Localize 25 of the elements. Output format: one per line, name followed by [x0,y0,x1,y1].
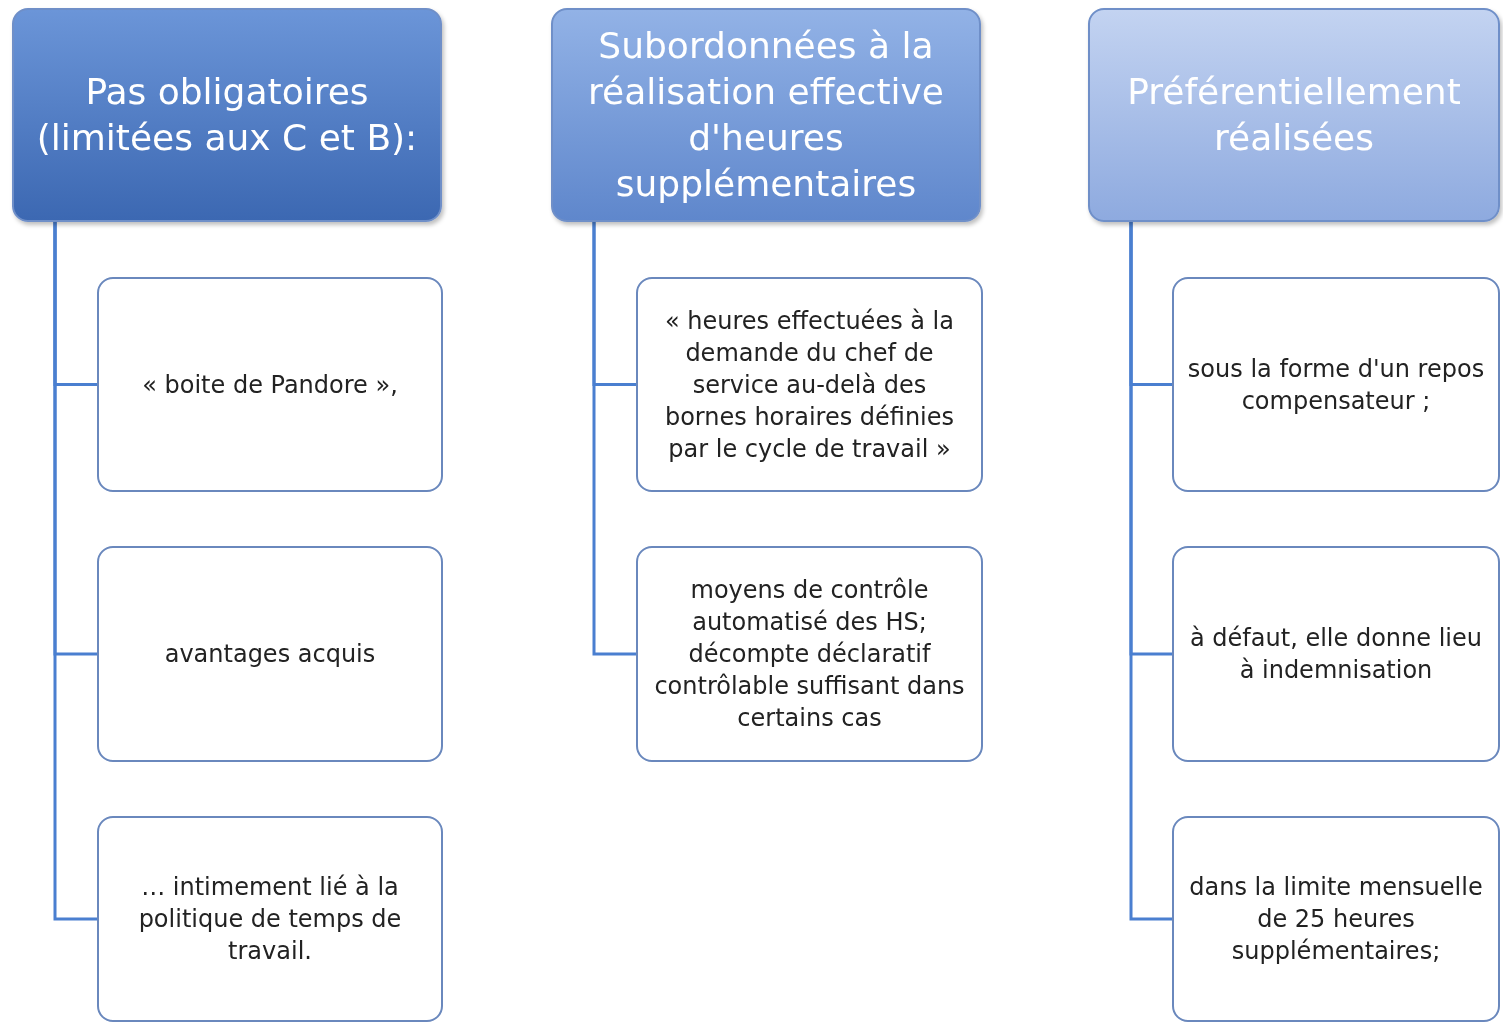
content-box [97,277,443,492]
content-box [97,546,443,762]
content-box [1172,546,1500,762]
header-box [12,8,442,222]
content-box [636,546,983,762]
item-text: sous la forme d'un repos compensateur ; [1186,353,1486,417]
header-text: Subordonnées à la réalisation effective d'heures supplémentaires [587,24,945,206]
header-box [1088,8,1500,222]
item-text: « heures effectuées à la demande du chef de service au-delà des bornes horaires définies par le cycle de travail » [663,305,956,465]
content-box [636,277,983,492]
content-box [97,816,443,1022]
connector-line [53,222,97,921]
item-text: avantages acquis [164,639,376,670]
item-text: dans la limite mensuelle de 25 heures supplémentaires; [1188,872,1484,967]
item-text: … intimement lié à la politique de temps de travail. [137,872,403,967]
connector-line [592,222,636,656]
header-text: Préférentiellement réalisées [1126,70,1462,160]
item-text: « boite de Pandore », [142,369,398,401]
header-text: Pas obligatoires (limitées aux C et B): [35,70,419,160]
item-text: à défaut, elle donne lieu à indemnisation [1189,623,1483,686]
content-box [1172,816,1500,1022]
content-box [1172,277,1500,492]
connector-line [1129,222,1172,921]
header-box [551,8,981,222]
item-text: moyens de contrôle automatisé des HS; décompte déclaratif contrôlable suffisant dans certains cas [653,575,966,734]
